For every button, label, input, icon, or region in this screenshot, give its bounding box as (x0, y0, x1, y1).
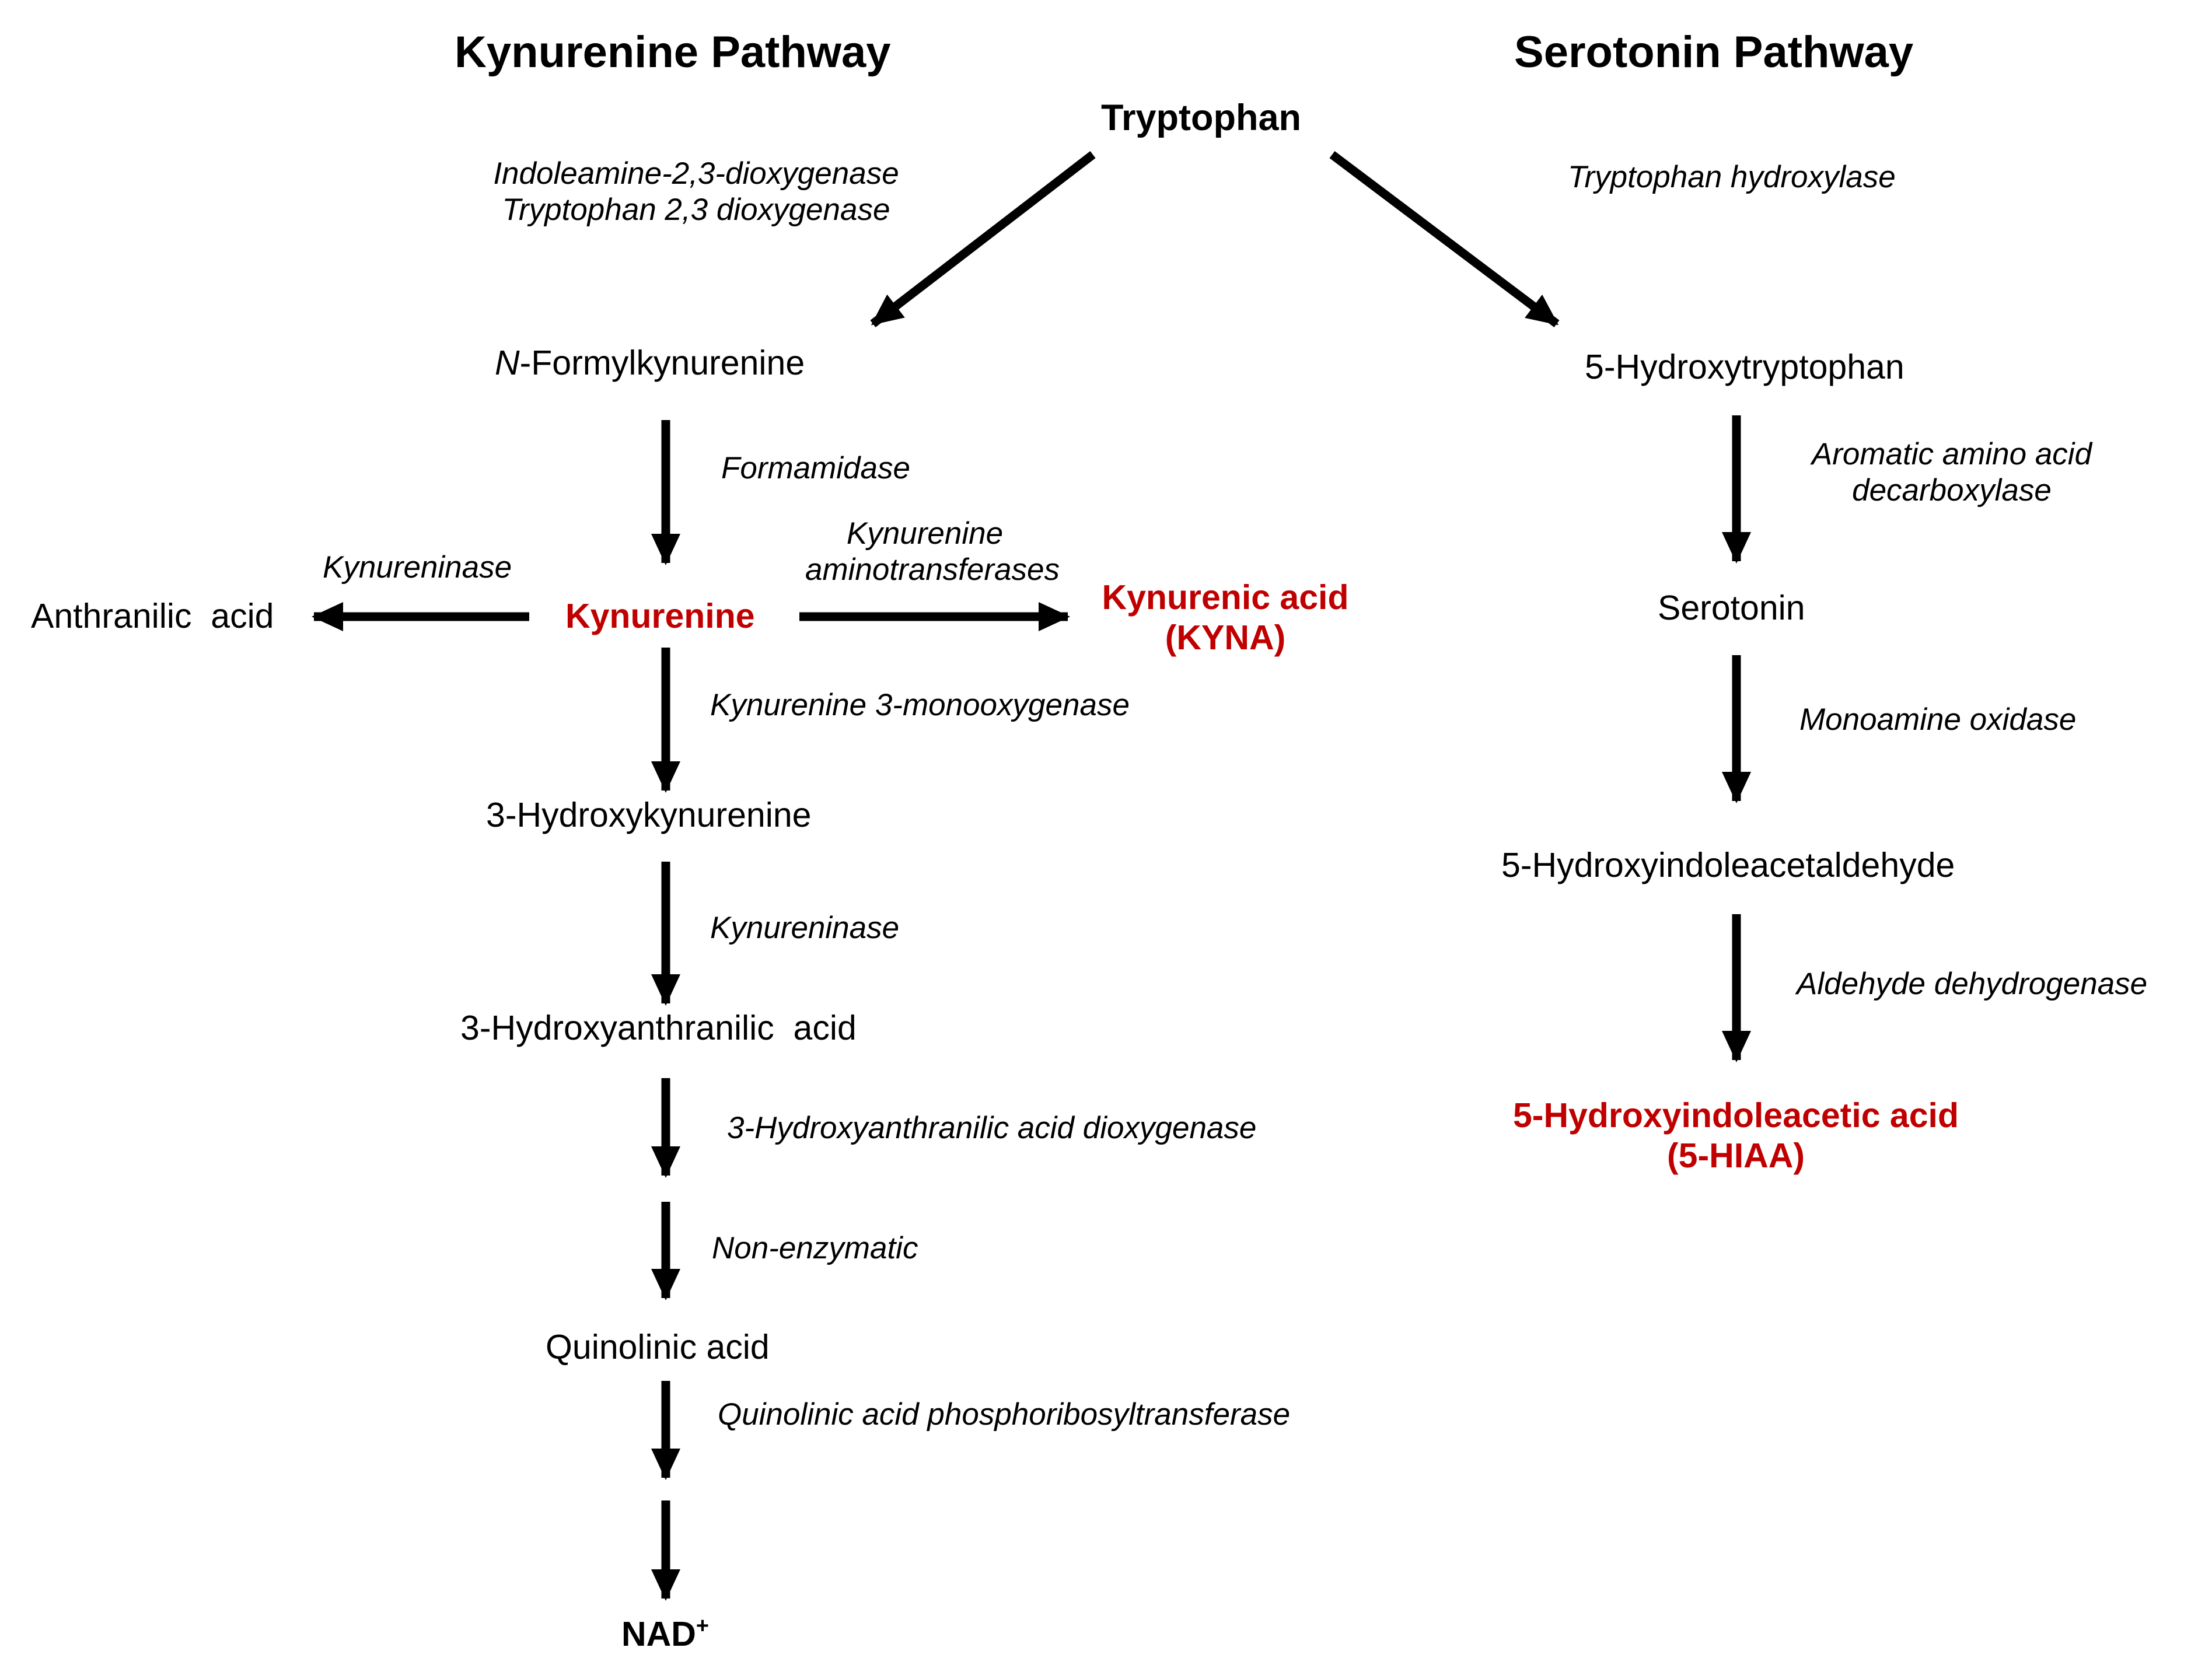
kynurenine-aminotransferases-enzyme: Kynurenine aminotransferases (805, 516, 1060, 588)
kynureninase-down-enzyme: Kynureninase (710, 911, 900, 945)
tryptophan-hydroxylase-enzyme: Tryptophan hydroxylase (1568, 160, 1896, 194)
non-enzymatic-label: Non-enzymatic (712, 1231, 918, 1265)
hiaa-name: 5-Hydroxyindoleacetic acid (1512, 1096, 1959, 1135)
tdo-enzyme: Tryptophan 2,3 dioxygenase (502, 193, 890, 227)
ido-enzyme: Indoleamine-2,3-dioxygenase (493, 156, 899, 191)
n-formyl-rest: -Formylkynurenine (519, 344, 805, 382)
hiaa-abbrev: (5-HIAA) (1667, 1136, 1805, 1176)
hiaa-label: 5-Hydroxyindoleacetic acid (5-HIAA) (1488, 1096, 1984, 1176)
serotonin-label: Serotonin (1658, 589, 1805, 627)
anthranilic-acid-label: Anthranilic acid (31, 597, 274, 635)
aldehyde-dehydrogenase-enzyme: Aldehyde dehydrogenase (1797, 967, 2148, 1001)
aadc-line-1: Aromatic amino acid (1811, 437, 2092, 471)
qprt-enzyme: Quinolinic acid phosphoribosyltransferas… (718, 1397, 1291, 1432)
haao-enzyme: 3-Hydroxyanthranilic acid dioxygenase (727, 1111, 1257, 1145)
hydroxykynurenine-label: 3-Hydroxykynurenine (486, 796, 812, 834)
n-formyl-prefix: N (495, 344, 520, 382)
hydroxyanthranilic-acid-label: 3-Hydroxyanthranilic acid (460, 1009, 857, 1047)
kat-line-1: Kynurenine (846, 516, 1004, 551)
nad-label: NAD+ (621, 1614, 710, 1653)
monoamine-oxidase-enzyme: Monoamine oxidase (1799, 702, 2077, 737)
hydroxytryptophan-label: 5-Hydroxytryptophan (1585, 348, 1905, 386)
arrow-tryptophan-to-n-formylkynurenine (870, 151, 1096, 327)
n-formylkynurenine-label: N-Formylkynurenine (495, 346, 805, 380)
kat-line-2: aminotransferases (805, 552, 1060, 587)
aadc-line-2: decarboxylase (1852, 473, 2052, 508)
kynurenine-label: Kynurenine (565, 597, 755, 635)
tryptophan-label: Tryptophan (1101, 97, 1301, 138)
kynurenine-3-monooxygenase-enzyme: Kynurenine 3-monooxygenase (710, 688, 1130, 722)
ido-tdo-enzymes: Indoleamine-2,3-dioxygenase Tryptophan 2… (451, 156, 941, 228)
nad-base: NAD (621, 1615, 696, 1653)
kynurenic-acid-name: Kynurenic acid (1102, 578, 1349, 617)
aadc-enzyme: Aromatic amino acid decarboxylase (1774, 436, 2130, 509)
serotonin-pathway-header: Serotonin Pathway (1514, 27, 1914, 77)
hydroxyindoleacetaldehyde-label: 5-Hydroxyindoleacetaldehyde (1501, 846, 1955, 884)
quinolinic-acid-label: Quinolinic acid (546, 1328, 770, 1366)
kynurenic-acid-label: Kynurenic acid (KYNA) (1074, 578, 1377, 658)
formamidase-enzyme: Formamidase (721, 451, 910, 485)
nad-superscript: + (696, 1614, 710, 1638)
arrow-tryptophan-to-5-hydroxytryptophan (1329, 151, 1560, 327)
kynurenine-pathway-header: Kynurenine Pathway (455, 27, 891, 77)
kyna-abbrev: (KYNA) (1165, 618, 1286, 657)
kynureninase-left-enzyme: Kynureninase (323, 550, 512, 585)
